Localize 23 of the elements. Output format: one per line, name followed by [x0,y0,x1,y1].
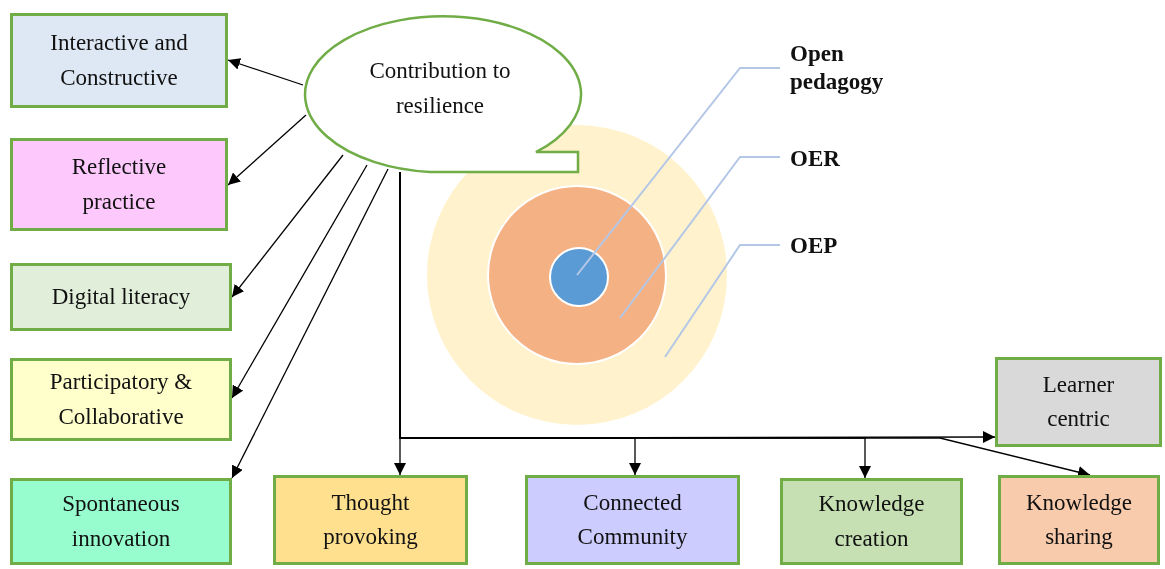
leader-line [576,67,781,276]
concept-box: Reflective practice [10,138,228,231]
arrow [231,164,368,399]
arrow [231,154,344,298]
concept-box: Thought provoking [273,475,468,565]
bubble-text: Contribution to resilience [368,57,512,120]
leader-line [619,156,781,319]
concept-box: Interactive and Constructive [10,13,228,108]
ring-label: OER [790,145,870,173]
ring-label: OEP [790,232,870,260]
concept-box: Learner centric [995,357,1162,447]
concept-box: Spontaneous innovation [10,478,232,565]
inner-circle [549,247,609,307]
concept-box: Knowledge creation [780,478,963,565]
leader-line [664,244,781,358]
concept-box: Connected Community [525,475,740,565]
arrow [227,58,304,86]
concept-box: Digital literacy [10,263,232,331]
ring-label: Open pedagogy [790,40,930,100]
concept-box: Knowledge sharing [998,475,1160,565]
arrow [227,114,307,186]
arrow [231,168,389,479]
concept-box: Participatory & Collaborative [10,358,232,441]
